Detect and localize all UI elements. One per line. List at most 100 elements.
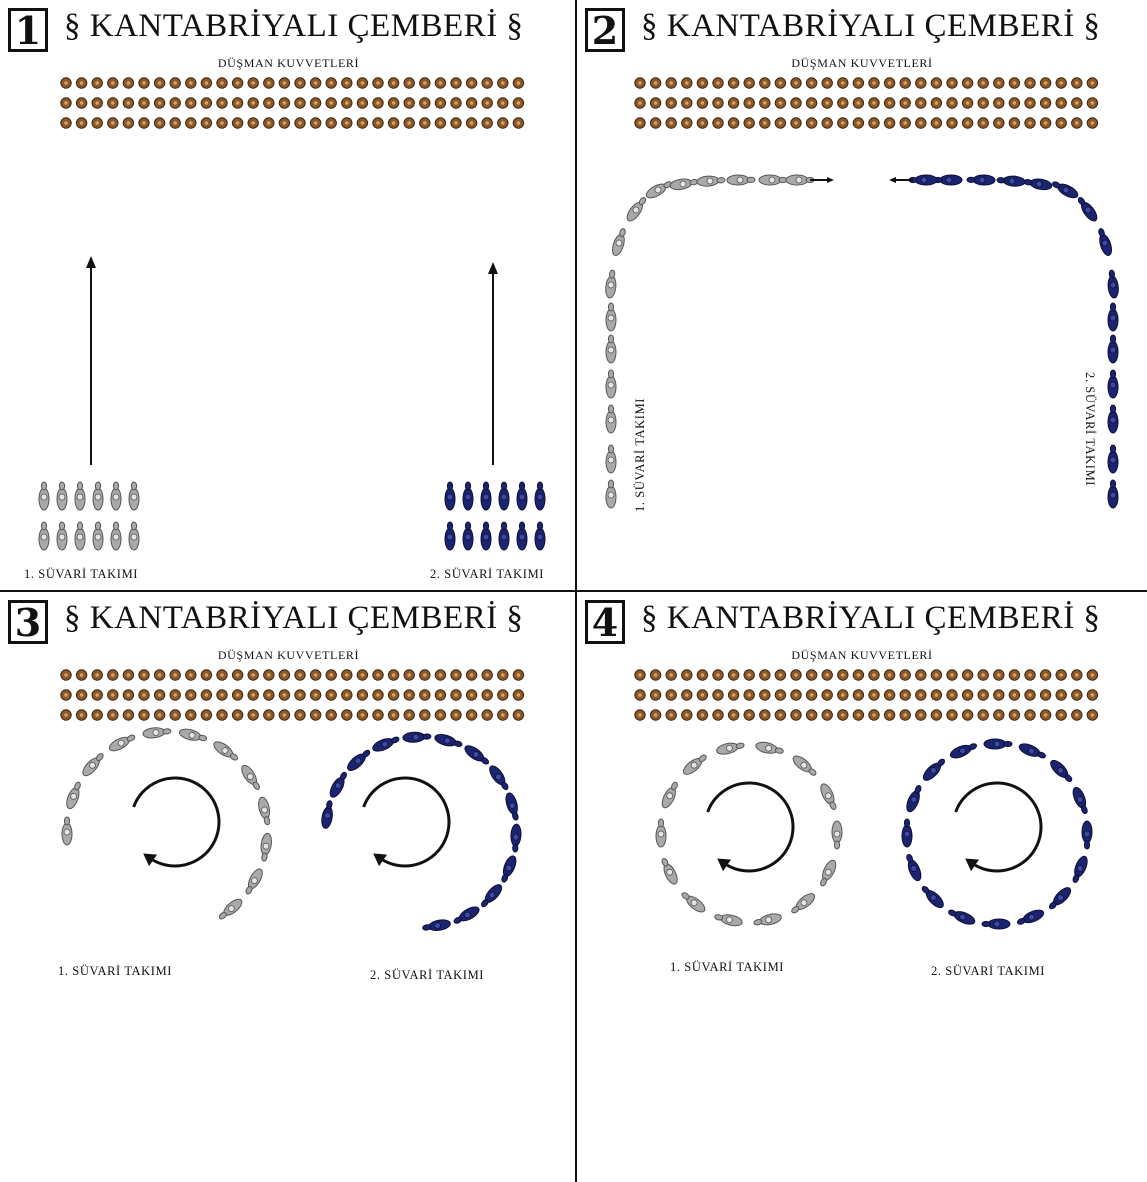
cavalry-rider	[1098, 228, 1113, 256]
enemy-soldier-center	[438, 81, 443, 85]
enemy-soldier-center	[872, 121, 876, 125]
enemy-soldier-center	[220, 81, 224, 85]
enemy-soldier-center	[903, 101, 907, 105]
cavalry-rider	[66, 781, 81, 810]
panel-number: 1	[8, 8, 48, 52]
enemy-soldier-center	[965, 693, 970, 697]
enemy-soldier-center	[997, 693, 1001, 697]
arrowhead-icon	[86, 256, 96, 268]
enemy-soldier-center	[872, 81, 876, 85]
enemy-soldier-center	[251, 121, 255, 125]
enemy-soldier-center	[501, 713, 505, 717]
enemy-soldier-center	[313, 713, 318, 717]
enemy-soldier-center	[485, 693, 490, 697]
enemy-soldier-center	[423, 693, 427, 697]
cavalry-rider	[758, 174, 788, 186]
enemy-soldier-center	[716, 693, 720, 697]
enemy-label: DÜŞMAN KUVVETLERİ	[217, 648, 360, 662]
enemy-soldier-center	[981, 673, 985, 677]
enemy-soldier-center	[79, 713, 84, 717]
cavalry-rider	[218, 898, 243, 920]
panel-2-diagram	[605, 77, 1119, 509]
enemy-soldier-center	[189, 713, 193, 717]
enemy-soldier-center	[794, 693, 798, 697]
panel-4: 4 § KANTABRİYALI ÇEMBERİ § DÜŞMAN KUVVET…	[577, 592, 1147, 1182]
cavalry-rider	[605, 479, 617, 509]
cavalry-unit-2	[901, 738, 1093, 930]
cavalry-rider	[61, 816, 73, 846]
enemy-label: DÜŞMAN KUVVETLERİ	[791, 56, 933, 70]
panel-title: § KANTABRİYALI ÇEMBERİ §	[64, 8, 524, 44]
cavalry-unit-2	[321, 731, 522, 931]
enemy-soldier-center	[360, 693, 365, 697]
enemy-soldier-center	[950, 693, 954, 697]
cavalry-unit-1	[655, 741, 843, 927]
enemy-soldier-center	[313, 81, 318, 85]
cavalry-rider	[669, 178, 699, 191]
enemy-soldier-center	[423, 101, 427, 105]
cavalry-rider	[908, 174, 938, 186]
enemy-soldier-center	[376, 81, 380, 85]
enemy-soldier-center	[391, 693, 396, 697]
enemy-soldier-center	[157, 673, 162, 677]
enemy-soldier-center	[825, 121, 829, 125]
enemy-soldier-center	[142, 101, 146, 105]
enemy-soldier-center	[469, 101, 474, 105]
enemy-soldier-center	[360, 673, 365, 677]
cavalry-rider	[1107, 269, 1119, 299]
enemy-soldier-center	[391, 121, 396, 125]
enemy-soldier-center	[794, 101, 798, 105]
enemy-soldier-center	[669, 713, 673, 717]
enemy-soldier-center	[1075, 101, 1079, 105]
enemy-soldier-center	[794, 121, 798, 125]
enemy-soldier-center	[111, 101, 115, 105]
enemy-soldier-center	[856, 101, 861, 105]
enemy-soldier-center	[856, 713, 861, 717]
arrowhead-icon	[965, 858, 980, 872]
enemy-soldier-center	[716, 121, 720, 125]
enemy-soldier-center	[204, 101, 209, 105]
enemy-soldier-center	[360, 81, 365, 85]
enemy-soldier-center	[747, 693, 751, 697]
enemy-soldier-center	[189, 121, 193, 125]
cavalry-rider	[716, 742, 745, 755]
enemy-soldier-center	[934, 713, 939, 717]
arrowhead-icon	[373, 853, 388, 867]
enemy-soldier-center	[298, 121, 302, 125]
enemy-soldier-center	[700, 81, 705, 85]
enemy-soldier-center	[856, 693, 861, 697]
cavalry-rider	[245, 868, 263, 895]
enemy-soldier-center	[126, 81, 131, 85]
unit2-label: 2. SÜVARİ TAKIMI	[931, 964, 1046, 978]
enemy-soldier-center	[376, 713, 380, 717]
enemy-soldier-center	[282, 693, 287, 697]
enemy-soldier-center	[1043, 693, 1048, 697]
cavalry-rider	[1018, 743, 1046, 759]
arrowhead-icon	[717, 858, 732, 872]
cavalry-rider	[626, 197, 647, 222]
unit2-label: 2. SÜVARİ TAKIMI	[370, 968, 485, 982]
enemy-soldier-center	[298, 101, 302, 105]
cavalry-rider	[1107, 369, 1119, 399]
enemy-soldier-center	[95, 713, 99, 717]
cavalry-rider	[110, 481, 122, 511]
cavalry-rider	[434, 733, 463, 748]
enemy-soldier-center	[1090, 121, 1095, 125]
cavalry-rider	[56, 521, 68, 551]
enemy-soldier-center	[142, 713, 146, 717]
enemy-soldier-center	[1043, 121, 1048, 125]
enemy-soldier-center	[454, 673, 458, 677]
enemy-soldier-center	[407, 101, 412, 105]
cavalry-rider	[1077, 197, 1098, 222]
cavalry-rider	[792, 755, 817, 776]
enemy-soldier-center	[298, 713, 302, 717]
enemy-soldier-center	[360, 121, 365, 125]
cavalry-rider	[1072, 855, 1088, 883]
rotation-arc	[954, 781, 1043, 873]
cavalry-rider	[933, 174, 963, 186]
enemy-soldier-center	[376, 673, 380, 677]
enemy-soldier-center	[142, 121, 146, 125]
enemy-soldier-center	[1012, 713, 1017, 717]
enemy-soldier-center	[1043, 81, 1048, 85]
enemy-forces	[634, 77, 1099, 129]
